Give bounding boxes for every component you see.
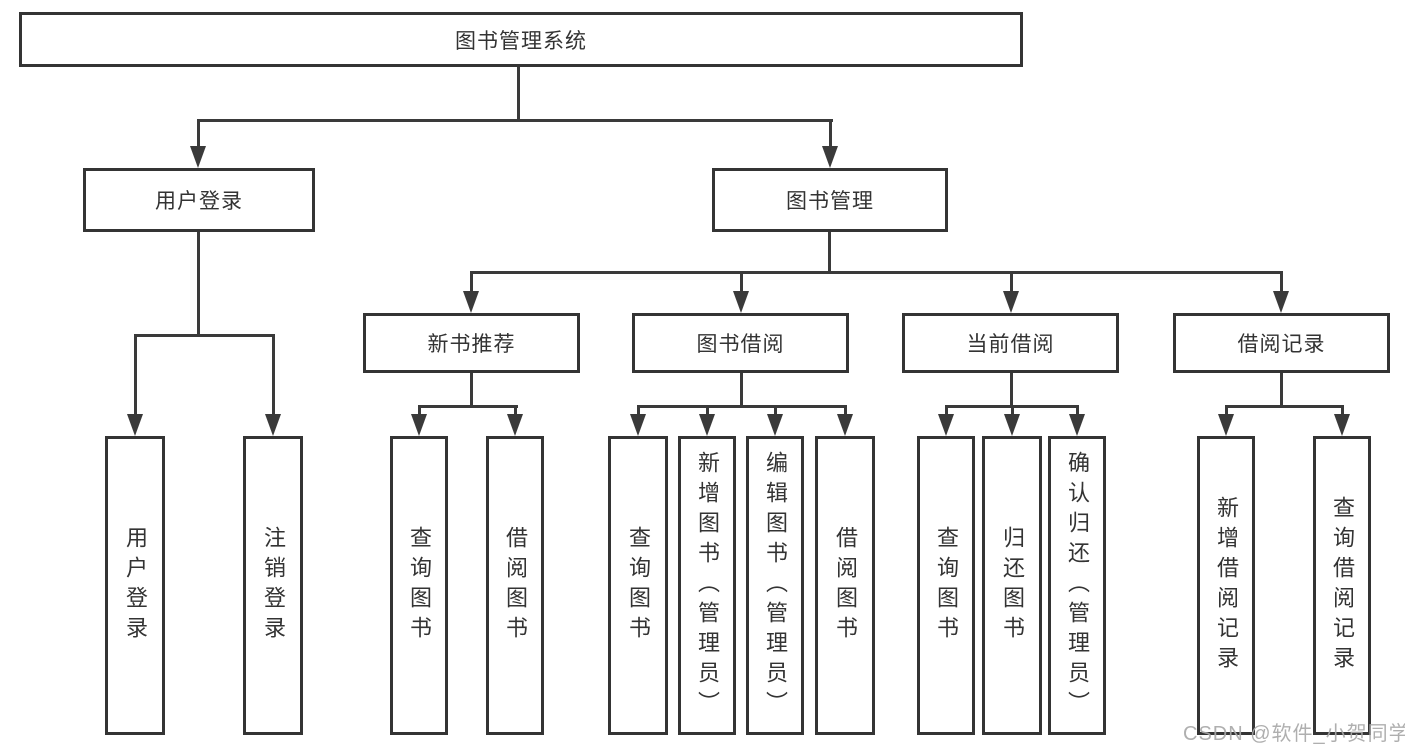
connector-line: [740, 271, 743, 293]
leaf-borrow-edit-books-admin: 编辑图书（管理员）: [746, 436, 804, 735]
leaf-current-query-books: 查询图书: [917, 436, 975, 735]
leaf-recommend-query-books: 查询图书: [390, 436, 448, 735]
arrow-down-icon: [127, 414, 143, 436]
arrow-down-icon: [630, 414, 646, 436]
connector-line: [272, 334, 275, 416]
node-book-borrow: 图书借阅: [632, 313, 849, 373]
connector-line: [197, 232, 200, 336]
connector-line: [1225, 405, 1228, 417]
arrow-down-icon: [938, 414, 954, 436]
connector-line: [514, 405, 517, 417]
connector-line: [1076, 405, 1079, 417]
arrow-down-icon: [767, 414, 783, 436]
connector-line: [1280, 373, 1283, 407]
connector-line: [829, 119, 832, 149]
connector-line: [828, 232, 831, 273]
arrow-down-icon: [1004, 414, 1020, 436]
connector-line: [197, 119, 200, 149]
connector-line: [945, 405, 948, 417]
node-root-system: 图书管理系统: [19, 12, 1023, 67]
leaf-borrow-query-books: 查询图书: [608, 436, 668, 735]
arrow-down-icon: [699, 414, 715, 436]
leaf-borrow-borrow-books: 借阅图书: [815, 436, 875, 735]
arrow-down-icon: [507, 414, 523, 436]
leaf-borrow-add-books-admin: 新增图书（管理员）: [678, 436, 736, 735]
watermark: CSDN @软件_小贺同学: [1183, 723, 1405, 745]
leaf-records-query-record: 查询借阅记录: [1313, 436, 1371, 735]
arrow-down-icon: [190, 146, 206, 168]
arrow-down-icon: [411, 414, 427, 436]
arrow-down-icon: [463, 291, 479, 313]
connector-line: [134, 334, 137, 416]
arrow-down-icon: [1273, 291, 1289, 313]
connector-line: [1341, 405, 1344, 417]
connector-line: [1280, 271, 1283, 293]
node-user-login: 用户登录: [83, 168, 315, 232]
leaf-user-login: 用户登录: [105, 436, 165, 735]
leaf-recommend-borrow-books: 借阅图书: [486, 436, 544, 735]
connector-line: [1011, 405, 1014, 417]
connector-line: [470, 373, 473, 407]
node-book-management: 图书管理: [712, 168, 948, 232]
arrow-down-icon: [733, 291, 749, 313]
arrow-down-icon: [1334, 414, 1350, 436]
connector-line: [418, 405, 421, 417]
node-current-borrow: 当前借阅: [902, 313, 1119, 373]
leaf-current-confirm-return-admin: 确认归还（管理员）: [1048, 436, 1106, 735]
connector-line: [637, 405, 640, 417]
arrow-down-icon: [822, 146, 838, 168]
connector-line: [418, 405, 518, 408]
connector-line: [706, 405, 709, 417]
connector-line: [134, 334, 275, 337]
connector-line: [1010, 373, 1013, 407]
connector-line: [517, 67, 520, 120]
connector-line: [740, 373, 743, 407]
leaf-current-return-books: 归还图书: [982, 436, 1042, 735]
arrow-down-icon: [1069, 414, 1085, 436]
leaf-logout: 注销登录: [243, 436, 303, 735]
connector-line: [470, 271, 1283, 274]
connector-line: [1225, 405, 1344, 408]
arrow-down-icon: [1003, 291, 1019, 313]
connector-line: [774, 405, 777, 417]
arrow-down-icon: [1218, 414, 1234, 436]
leaf-records-add-record: 新增借阅记录: [1197, 436, 1255, 735]
arrow-down-icon: [837, 414, 853, 436]
connector-line: [1010, 271, 1013, 293]
connector-line: [197, 119, 833, 122]
node-borrow-records: 借阅记录: [1173, 313, 1390, 373]
node-new-book-recommend: 新书推荐: [363, 313, 580, 373]
connector-line: [844, 405, 847, 417]
connector-line: [637, 405, 847, 408]
connector-line: [470, 271, 473, 293]
arrow-down-icon: [265, 414, 281, 436]
